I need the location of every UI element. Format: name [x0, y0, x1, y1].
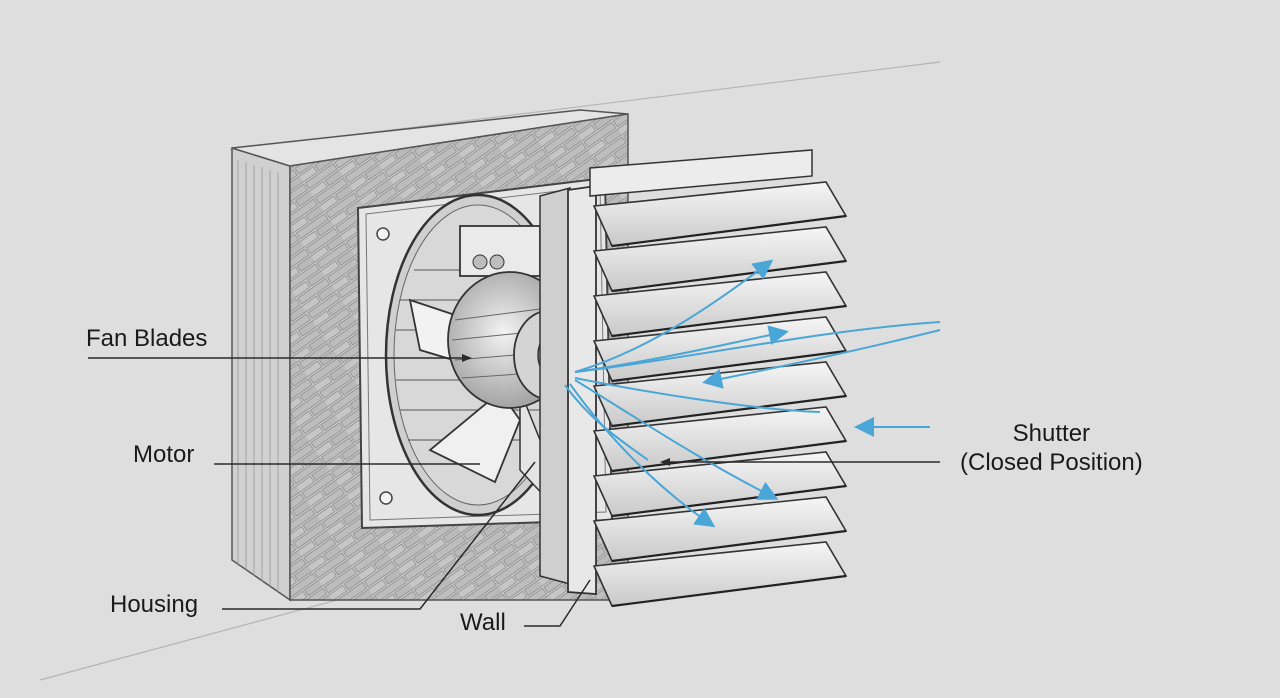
fan-blades-pointer: [462, 354, 472, 362]
shutter-slat-edge: [611, 394, 847, 428]
shutter-slat-edge: [611, 349, 847, 383]
shutter-label: Shutter (Closed Position): [960, 420, 1143, 478]
leader-lines: [88, 357, 940, 627]
shutter-slats: [592, 181, 848, 608]
shutter-slat-edge: [611, 214, 847, 248]
shutter-label-line2: (Closed Position): [960, 448, 1143, 476]
shutter-pointer: [660, 458, 670, 466]
fan-blades-label: Fan Blades: [86, 325, 208, 352]
shutter-label-line1: Shutter: [1012, 420, 1091, 447]
shutter-slat-edge: [611, 304, 847, 338]
airflow-arrows: [564, 259, 941, 528]
shutter: [539, 149, 813, 595]
shutter-slat-edge: [611, 484, 847, 518]
shutter-slat-edge: [611, 439, 847, 473]
shutter-slat-edge: [611, 529, 847, 563]
shutter-slat-edge: [611, 574, 847, 608]
wall-label: Wall: [460, 609, 506, 636]
motor-label: Motor: [133, 441, 195, 468]
housing-label: Housing: [110, 591, 199, 618]
shutter-slat-edge: [611, 259, 847, 293]
